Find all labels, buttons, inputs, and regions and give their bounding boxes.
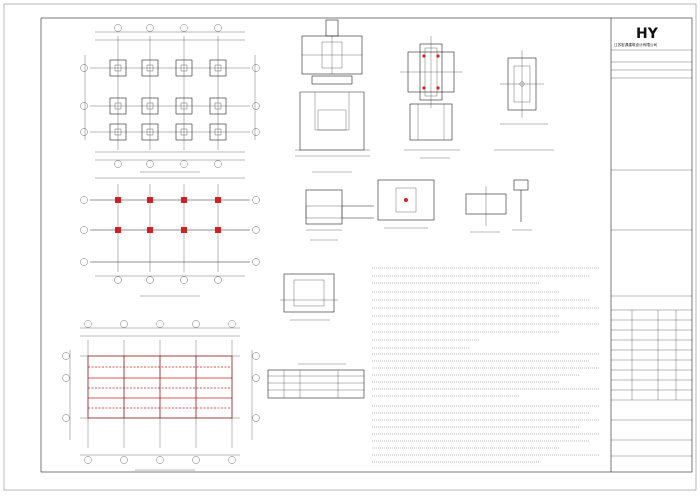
member-table <box>267 363 365 399</box>
company-logo: HY <box>636 26 659 42</box>
roof-plan <box>62 320 260 471</box>
section-1-1 <box>280 273 338 321</box>
notes-upper <box>372 267 600 349</box>
notes-lower <box>372 405 600 463</box>
outer-border <box>3 3 697 491</box>
beam-column-joint <box>305 189 374 241</box>
column-base-detail <box>494 50 554 151</box>
notes-middle <box>372 353 600 397</box>
company-name: 江苏宏源建筑设计有限公司 <box>614 42 658 47</box>
anchor-bolt-detail <box>400 36 462 159</box>
column-plan <box>80 177 260 297</box>
section-marker <box>512 179 532 231</box>
title-block: HY 江苏宏源建筑设计有限公司 <box>611 26 692 457</box>
foundation-plan <box>80 24 260 173</box>
detail-jc1 <box>295 19 370 173</box>
column-cap-detail <box>377 179 435 229</box>
purlin-detail <box>465 186 507 233</box>
inner-frame <box>40 17 693 473</box>
